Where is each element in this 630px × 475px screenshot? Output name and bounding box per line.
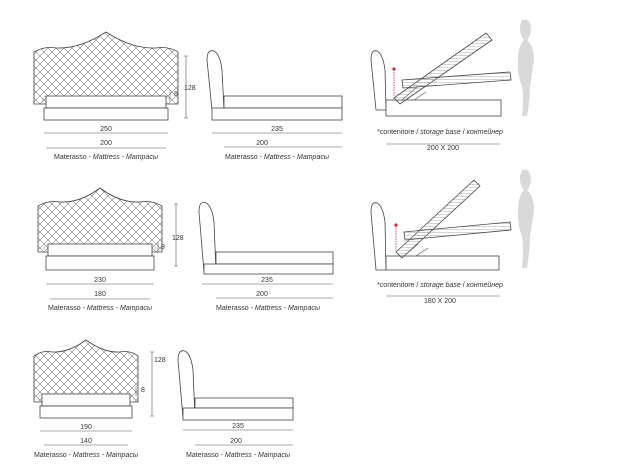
lifted-slats-2 bbox=[403, 221, 512, 241]
front-view-1: 128 8 250 200 Materasso - Mattress - Мат… bbox=[33, 31, 196, 161]
height-label-2: 128 bbox=[172, 235, 184, 242]
side-length-label-2: 235 bbox=[261, 277, 273, 284]
headboard-2 bbox=[37, 187, 163, 253]
side-mattress-label-1: 200 bbox=[256, 140, 268, 147]
front-view-3: 128 8 190 140 Materasso - Mattress - Мат… bbox=[33, 339, 166, 459]
side-headboard-2 bbox=[198, 202, 217, 273]
side-mattress-2 bbox=[215, 251, 334, 265]
caption-front-2: Materasso - Mattress - Матрасы bbox=[48, 305, 153, 312]
storage-size-label-1: 200 X 200 bbox=[427, 145, 459, 152]
side-mattress-1 bbox=[223, 95, 343, 109]
lifted-slats-1 bbox=[401, 71, 512, 89]
side-length-label-3: 235 bbox=[232, 423, 244, 430]
mattress-1 bbox=[45, 95, 167, 109]
storage-base-2 bbox=[385, 255, 500, 271]
caption-side-3: Materasso - Mattress - Матрасы bbox=[186, 452, 291, 459]
storage-view-2: *contenitore / storage base / контейнер … bbox=[370, 169, 534, 305]
headboard-1 bbox=[33, 31, 179, 105]
headboard-3 bbox=[33, 339, 139, 403]
storage-base-1 bbox=[385, 99, 502, 117]
mattress-3 bbox=[41, 393, 131, 407]
mattress-label-3: 140 bbox=[80, 438, 92, 445]
bed-base-1 bbox=[43, 107, 169, 121]
caption-front-1: Materasso - Mattress - Матрасы bbox=[54, 154, 159, 161]
side-headboard-3 bbox=[177, 350, 196, 419]
bed-base-2 bbox=[45, 255, 155, 271]
caption-front-3: Materasso - Mattress - Матрасы bbox=[34, 452, 139, 459]
height-label-3: 128 bbox=[154, 357, 166, 364]
side-length-label-1: 235 bbox=[271, 126, 283, 133]
side-view-1: 235 200 Materasso - Mattress - Матрасы bbox=[206, 50, 343, 161]
human-silhouette-icon bbox=[517, 169, 534, 268]
human-silhouette-icon bbox=[517, 19, 534, 117]
mattress-label-1: 200 bbox=[100, 140, 112, 147]
caption-side-1: Materasso - Mattress - Матрасы bbox=[225, 154, 330, 161]
side-base-1 bbox=[211, 107, 343, 121]
caption-side-2: Materasso - Mattress - Матрасы bbox=[216, 305, 321, 312]
side-mattress-label-3: 200 bbox=[230, 438, 242, 445]
storage-caption-2: *contenitore / storage base / контейнер bbox=[377, 281, 503, 289]
bed-base-3 bbox=[39, 405, 133, 419]
side-view-3: 235 200 Materasso - Mattress - Матрасы bbox=[177, 350, 294, 459]
base-label-1: 8 bbox=[174, 91, 178, 98]
front-view-2: 128 8 230 180 Materasso - Mattress - Мат… bbox=[37, 187, 184, 312]
base-label-2: 8 bbox=[161, 244, 165, 251]
lifted-mattress-1 bbox=[393, 32, 493, 105]
width-label-1: 250 bbox=[100, 126, 112, 133]
side-base-3 bbox=[182, 407, 294, 421]
base-label-3: 8 bbox=[141, 387, 145, 394]
storage-view-1: *contenitore / storage base / контейнер … bbox=[370, 19, 534, 152]
height-label-1: 128 bbox=[184, 85, 196, 92]
storage-caption-1: *contenitore / storage base / контейнер bbox=[377, 128, 503, 136]
width-label-2: 230 bbox=[94, 277, 106, 284]
storage-size-label-2: 180 X 200 bbox=[424, 298, 456, 305]
side-headboard-1 bbox=[206, 50, 225, 111]
storage-headboard-1 bbox=[370, 50, 387, 111]
lifted-mattress-2 bbox=[395, 179, 481, 259]
side-mattress-label-2: 200 bbox=[256, 291, 268, 298]
side-mattress-3 bbox=[194, 397, 294, 409]
side-base-2 bbox=[203, 263, 334, 275]
storage-headboard-2 bbox=[370, 202, 387, 271]
mattress-2 bbox=[47, 243, 153, 257]
width-label-3: 190 bbox=[80, 424, 92, 431]
mattress-label-2: 180 bbox=[94, 291, 106, 298]
side-view-2: 235 200 Materasso - Mattress - Матрасы bbox=[198, 202, 334, 312]
